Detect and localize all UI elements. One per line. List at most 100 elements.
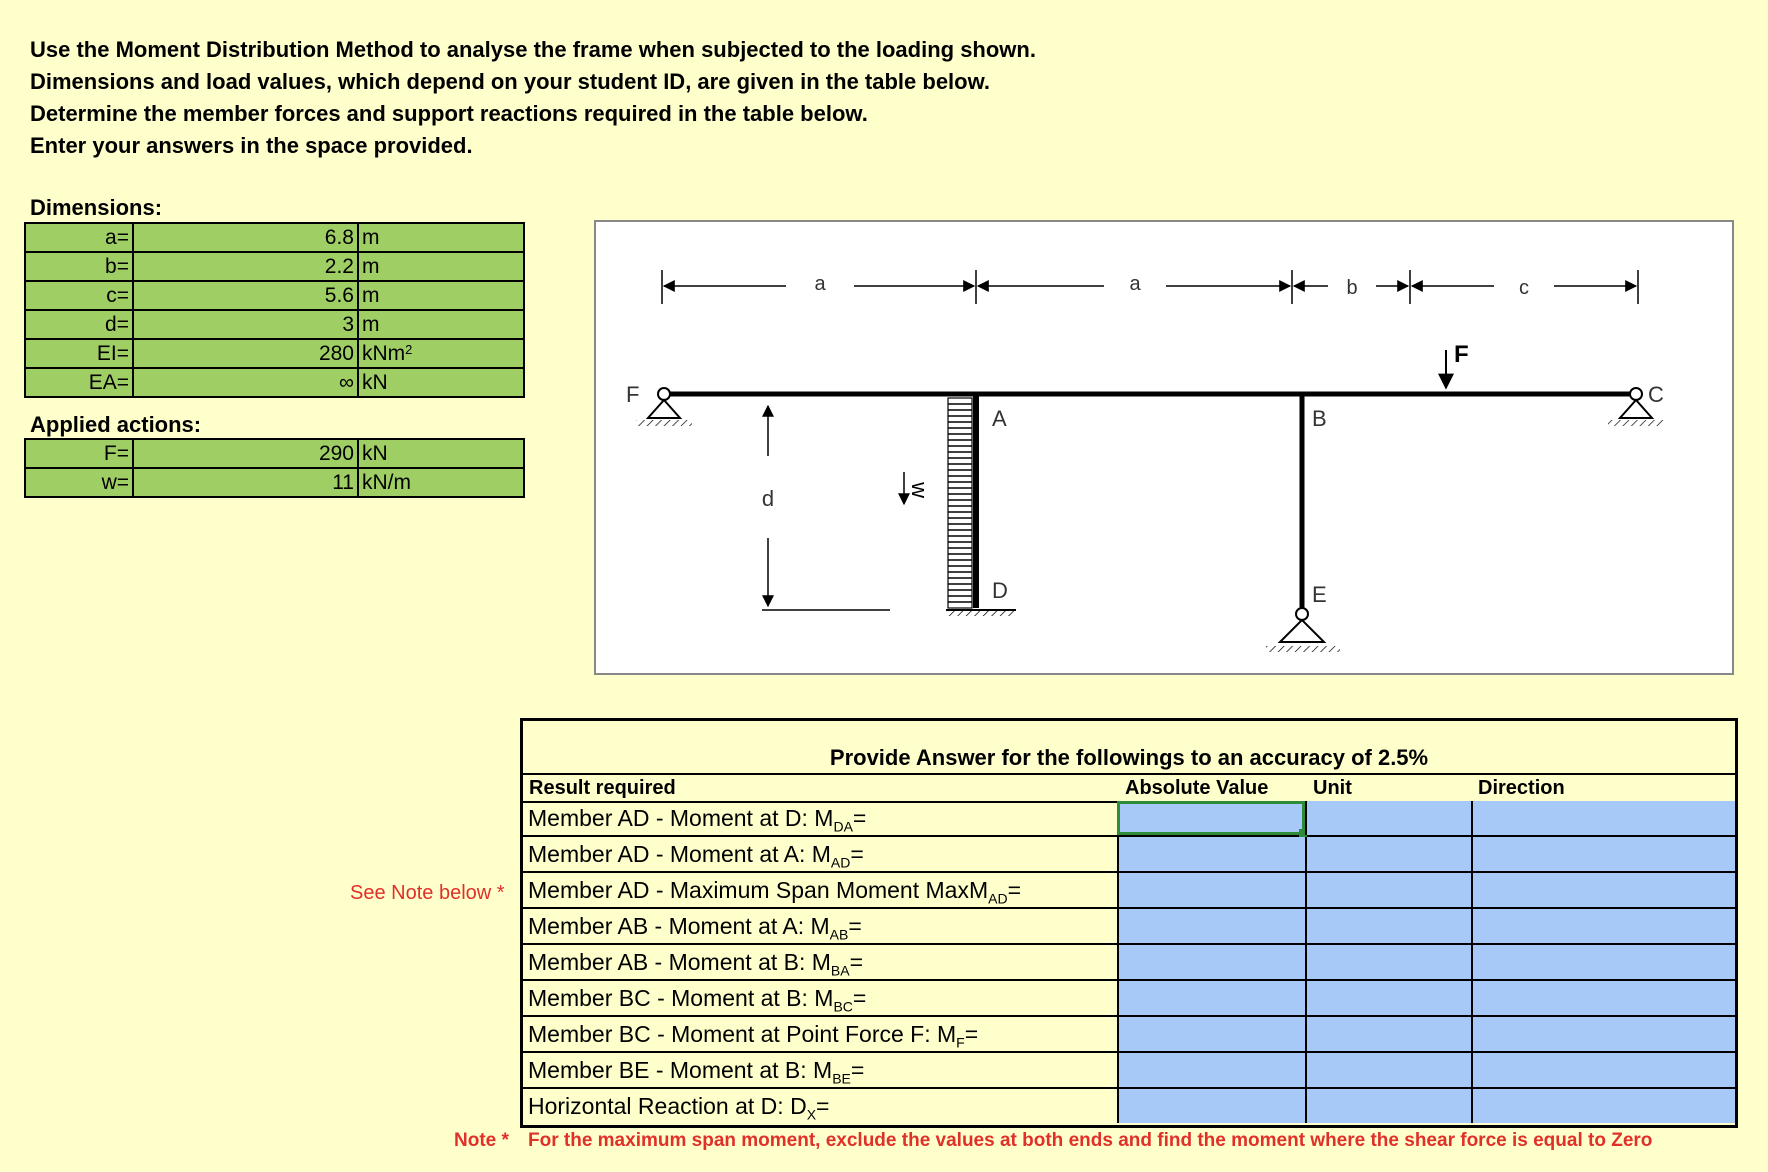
dimension-d [762, 404, 890, 611]
dimension-label[interactable]: d= [24, 309, 134, 340]
applied-label[interactable]: F= [24, 438, 134, 469]
frame-diagram[interactable]: a a b c w F F [594, 220, 1734, 675]
absolute-value-input[interactable] [1117, 1089, 1305, 1123]
unit-input[interactable] [1305, 1053, 1471, 1087]
direction-input[interactable] [1471, 1053, 1735, 1087]
instructions: Use the Moment Distribution Method to an… [30, 34, 1036, 162]
answer-row-mf: Member BC - Moment at Point Force F: MF= [523, 1017, 1735, 1053]
applied-unit[interactable]: kN [357, 438, 525, 469]
dimension-unit-cell[interactable]: kNm2 [357, 338, 525, 369]
dimension-label[interactable]: EA= [24, 367, 134, 398]
direction-input[interactable] [1471, 837, 1735, 871]
answer-table-title: Provide Answer for the followings to an … [829, 745, 1429, 770]
dimension-unit[interactable]: m [357, 222, 525, 253]
direction-input[interactable] [1471, 945, 1735, 979]
answer-row-maxmad: Member AD - Maximum Span Moment MaxMAD= [523, 873, 1735, 909]
answer-row-mbe: Member BE - Moment at B: MBE= [523, 1053, 1735, 1089]
dim-label-b: b [1346, 277, 1357, 299]
result-subscript: AD [988, 890, 1008, 907]
absolute-value-input[interactable] [1117, 909, 1305, 943]
dimension-value[interactable]: 6.8 [132, 222, 359, 253]
result-label: Member AB - Moment at A: MAB= [528, 913, 862, 943]
unit-input[interactable] [1305, 837, 1471, 871]
unit-input[interactable] [1305, 1089, 1471, 1123]
node-label-e: E [1312, 582, 1327, 607]
result-subscript: F [956, 1034, 965, 1051]
header-absolute-value: Absolute Value [1125, 777, 1269, 799]
dimension-row-c: c= 5.6 m [24, 280, 525, 311]
result-label: Member AD - Maximum Span Moment MaxMAD= [528, 877, 1021, 907]
answer-row-mba: Member AB - Moment at B: MBA= [523, 945, 1735, 981]
dimension-value[interactable]: ∞ [132, 367, 359, 398]
result-equals: = [852, 805, 867, 831]
applied-label[interactable]: w= [24, 467, 134, 498]
distributed-load [947, 397, 973, 609]
header-result-required: Result required [529, 777, 676, 799]
answer-rows: Member AD - Moment at D: MDA= Member AD … [523, 801, 1735, 1125]
unit-input[interactable] [1305, 945, 1471, 979]
dimension-unit: kNm [362, 341, 406, 365]
result-label: Member BC - Moment at Point Force F: MF= [528, 1021, 978, 1051]
dimension-unit[interactable]: m [357, 280, 525, 311]
dimension-value[interactable]: 2.2 [132, 251, 359, 282]
result-text: Horizontal Reaction at D: D [528, 1093, 807, 1119]
direction-input[interactable] [1471, 981, 1735, 1015]
result-label: Member AB - Moment at B: MBA= [528, 949, 863, 979]
pin-support-e [1266, 607, 1340, 652]
answer-row-mad: Member AD - Moment at A: MAD= [523, 837, 1735, 873]
result-equals: = [1007, 877, 1022, 903]
load-w-text: w [907, 481, 932, 498]
unit-input[interactable] [1305, 801, 1471, 835]
dimension-label[interactable]: c= [24, 280, 134, 311]
dimension-row-ei: EI= 280 kNm2 [24, 338, 525, 369]
absolute-value-input[interactable] [1117, 801, 1307, 837]
unit-input[interactable] [1305, 1017, 1471, 1051]
applied-unit[interactable]: kN/m [357, 467, 525, 498]
result-subscript: AB [829, 926, 849, 943]
dimension-label[interactable]: b= [24, 251, 134, 282]
result-text: Member AD - Moment at A: M [528, 841, 831, 867]
applied-value[interactable]: 290 [132, 438, 359, 469]
dimension-unit[interactable]: m [357, 251, 525, 282]
absolute-value-input[interactable] [1117, 1053, 1305, 1087]
result-label: Horizontal Reaction at D: DX= [528, 1093, 829, 1123]
dimension-row-b: b= 2.2 m [24, 251, 525, 282]
unit-input[interactable] [1305, 981, 1471, 1015]
dimension-label[interactable]: a= [24, 222, 134, 253]
result-equals: = [849, 949, 864, 975]
dimension-unit[interactable]: kN [357, 367, 525, 398]
absolute-value-input[interactable] [1117, 837, 1305, 871]
applied-value[interactable]: 11 [132, 467, 359, 498]
dimension-unit-superscript: 2 [405, 341, 413, 357]
absolute-value-input[interactable] [1117, 981, 1305, 1015]
direction-input[interactable] [1471, 1017, 1735, 1051]
absolute-value-input[interactable] [1117, 1017, 1305, 1051]
dimension-value[interactable]: 3 [132, 309, 359, 340]
direction-input[interactable] [1471, 1089, 1735, 1123]
result-subscript: BE [832, 1070, 851, 1087]
direction-input[interactable] [1471, 909, 1735, 943]
instruction-line-2: Dimensions and load values, which depend… [30, 69, 991, 94]
dimension-value[interactable]: 280 [132, 338, 359, 369]
load-label-w: w [898, 472, 932, 506]
absolute-value-input[interactable] [1117, 945, 1305, 979]
answer-row-dx: Horizontal Reaction at D: DX= [523, 1089, 1735, 1125]
result-text: Member AD - Maximum Span Moment MaxM [528, 877, 989, 903]
dimension-label[interactable]: EI= [24, 338, 134, 369]
direction-input[interactable] [1471, 873, 1735, 907]
result-equals: = [852, 985, 867, 1011]
answer-row-mbc: Member BC - Moment at B: MBC= [523, 981, 1735, 1017]
dimension-value[interactable]: 5.6 [132, 280, 359, 311]
direction-input[interactable] [1471, 801, 1735, 835]
instruction-line-1: Use the Moment Distribution Method to an… [30, 37, 1036, 62]
dimension-unit[interactable]: m [357, 309, 525, 340]
result-text: Member BC - Moment at B: M [528, 985, 834, 1011]
node-label-d: D [992, 578, 1008, 603]
result-equals: = [816, 1093, 830, 1119]
unit-input[interactable] [1305, 873, 1471, 907]
fill-handle[interactable] [1299, 829, 1307, 837]
unit-input[interactable] [1305, 909, 1471, 943]
result-subscript: AD [830, 854, 851, 871]
absolute-value-input[interactable] [1117, 873, 1305, 907]
result-subscript: DA [833, 818, 853, 835]
